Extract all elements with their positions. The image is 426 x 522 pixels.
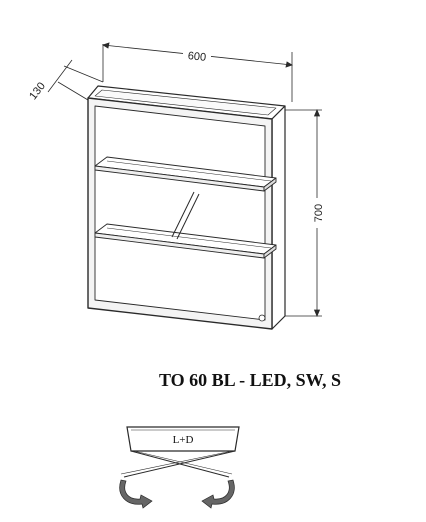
glass-reflection-2 [176,193,200,240]
cabinet [87,85,286,330]
width-arrow-right [285,61,293,68]
cabinet-side-face [271,105,286,330]
height-arrow-bottom [313,309,321,318]
door-swing-right-2 [120,450,233,475]
product-title: TO 60 BL - LED, SW, S [159,370,341,390]
hinge-symbol [120,426,240,478]
hinge-label: L+D [173,434,194,446]
depth-dimension [47,59,104,101]
depth-dimension-line [47,59,73,93]
depth-label: 130 [27,80,48,102]
door-swing-right [123,450,236,478]
shelf-lower-side [263,244,277,259]
height-label: 700 [313,204,325,222]
width-label: 600 [187,50,207,64]
height-arrow-top [313,108,321,117]
depth-leader-top [63,65,104,83]
led-strip [94,89,277,116]
rotation-arrows [119,479,235,509]
sensor-switch-icon [258,314,266,322]
cabinet-front-inner [94,105,266,321]
rotate-arrow-right-icon [201,479,235,509]
door-swing-left-2 [133,450,233,475]
rotate-arrow-left-icon [119,479,153,509]
shelf-upper-side [263,177,277,192]
width-arrow-left [102,42,110,49]
width-label-bg [183,49,211,62]
height-label-bg [311,198,324,228]
shelf-upper-rail [106,160,272,182]
glass-reflection-1 [171,191,195,238]
shelf-lower-rail [106,227,272,249]
depth-leader-bottom [57,81,89,101]
